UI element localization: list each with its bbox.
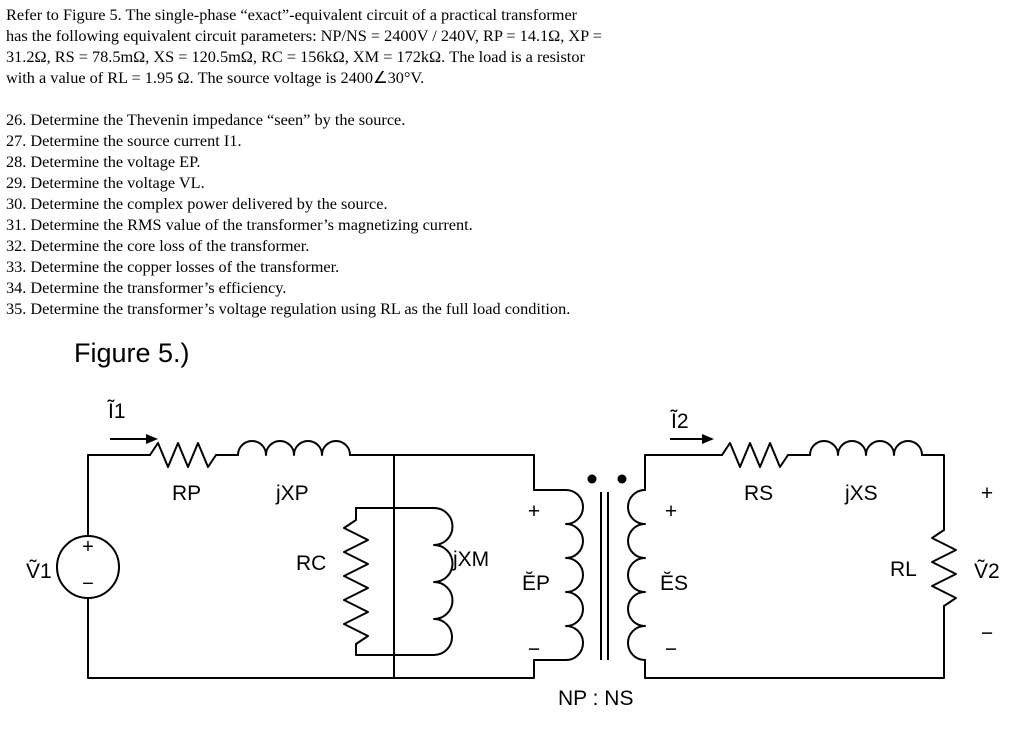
secondary-coil-symbol: [627, 489, 646, 661]
source-minus-sign: −: [82, 573, 94, 595]
i2-label: Ĩ2: [670, 409, 689, 433]
arrow-head: [702, 434, 714, 444]
wire: [87, 597, 535, 679]
jxp-inductor-symbol: [237, 440, 351, 456]
intro-line: 31.2Ω, RS = 78.5mΩ, XS = 120.5mΩ, RC = 1…: [6, 47, 585, 66]
jxm-inductor-symbol: [433, 507, 454, 656]
rc-label: RC: [296, 552, 326, 575]
question-30: 30. Determine the complex power delivere…: [6, 194, 388, 213]
question-28: 28. Determine the voltage EP.: [6, 152, 201, 171]
es-minus-sign: −: [665, 638, 677, 661]
i1-label: Ĩ1: [107, 399, 126, 423]
jxm-label: jXM: [452, 548, 489, 571]
primary-coil-symbol: [565, 489, 584, 661]
rs-resistor-symbol: [721, 442, 789, 468]
es-label: ĔS: [660, 572, 688, 595]
turns-ratio-label: NP : NS: [558, 687, 633, 710]
v1-label: Ṽ1: [26, 559, 52, 583]
wire: [644, 605, 945, 679]
question-26: 26. Determine the Thevenin impedance “se…: [6, 110, 406, 129]
rs-label: RS: [744, 482, 773, 505]
source-plus-sign: +: [82, 536, 94, 558]
jxp-label: jXP: [275, 482, 309, 505]
question-33: 33. Determine the copper losses of the t…: [6, 257, 340, 276]
rc-resistor-symbol: [343, 507, 369, 656]
problem-statement: Refer to Figure 5. The single-phase “exa…: [6, 4, 1016, 319]
jxs-inductor-symbol: [809, 440, 923, 456]
question-list: 26. Determine the Thevenin impedance “se…: [6, 109, 1016, 319]
question-29: 29. Determine the voltage VL.: [6, 173, 205, 192]
question-35: 35. Determine the transformer’s voltage …: [6, 299, 571, 318]
question-31: 31. Determine the RMS value of the trans…: [6, 215, 473, 234]
v2-plus-sign: +: [981, 482, 993, 505]
wire: [349, 454, 535, 491]
wire: [921, 454, 945, 531]
problem-intro: Refer to Figure 5. The single-phase “exa…: [6, 4, 1016, 88]
ep-label: ĔP: [522, 572, 550, 595]
intro-line: with a value of RL = 1.95 Ω. The source …: [6, 68, 425, 87]
question-32: 32. Determine the core loss of the trans…: [6, 236, 310, 255]
question-27: 27. Determine the source current I1.: [6, 131, 242, 150]
v2-minus-sign: −: [981, 622, 993, 645]
rl-resistor-symbol: [931, 529, 957, 607]
intro-line: Refer to Figure 5. The single-phase “exa…: [6, 5, 578, 24]
rp-resistor-symbol: [149, 442, 217, 468]
polarity-dot: [617, 474, 627, 484]
arrow-head: [146, 434, 158, 444]
rl-label: RL: [890, 558, 917, 581]
figure-title: Figure 5.): [74, 338, 190, 368]
ep-plus-sign: +: [528, 500, 540, 523]
voltage-source-symbol: [56, 535, 120, 599]
ep-minus-sign: −: [528, 638, 540, 661]
es-plus-sign: +: [665, 500, 677, 523]
wire: [644, 454, 723, 491]
intro-line: has the following equivalent circuit par…: [6, 26, 602, 45]
rp-label: RP: [172, 482, 201, 505]
jxs-label: jXS: [844, 482, 878, 505]
v2-label: Ṽ2: [974, 559, 1000, 583]
polarity-dot: [587, 474, 597, 484]
question-34: 34. Determine the transformer’s efficien…: [6, 278, 287, 297]
